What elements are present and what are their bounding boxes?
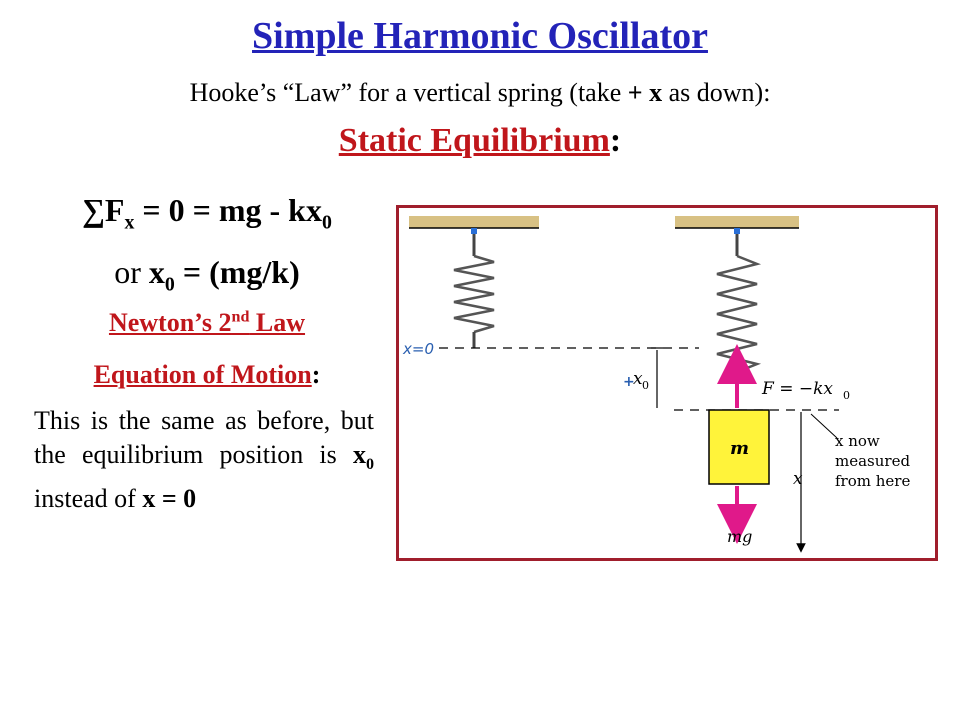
- spring-diagram-svg: x=0 + x 0 m F = −kx 0 mg x x now measure…: [402, 216, 910, 553]
- para-x0: x: [352, 440, 366, 469]
- label-force: F = −kx: [761, 379, 833, 399]
- left-spring: [453, 228, 495, 348]
- mass-block: [708, 409, 770, 485]
- eq1-sub-x: x: [124, 211, 135, 234]
- newton-sup: nd: [231, 308, 250, 326]
- label-x-equals-0: x=0: [402, 340, 434, 358]
- eq2-rest: = (mg/k): [174, 254, 300, 290]
- newton-post: Law: [249, 308, 306, 337]
- note-line-3: from here: [835, 472, 910, 490]
- label-mass: m: [730, 438, 749, 459]
- label-force-sub: 0: [843, 389, 850, 402]
- subtitle-text-a: Hooke’s “Law” for a vertical spring (tak…: [189, 78, 628, 107]
- eq2-or: or: [114, 254, 149, 290]
- note-line-2: measured: [835, 452, 910, 470]
- subtitle-text-c: as down):: [662, 78, 771, 107]
- eq1-sub-0: 0: [321, 211, 332, 234]
- x0-equation: or x0 = (mg/k): [32, 254, 382, 296]
- para-x-eq-0: x = 0: [142, 484, 197, 514]
- eom-colon: :: [311, 360, 321, 389]
- para-text: This is the same as before, but the equi…: [34, 406, 374, 469]
- note-line-1: x now: [835, 432, 880, 450]
- label-mg: mg: [727, 527, 752, 546]
- label-x0-sub: 0: [642, 379, 649, 392]
- newton-pre: Newton’s 2: [108, 308, 232, 337]
- ceiling-right: [675, 216, 799, 228]
- eq1-mid: = 0 = mg - kx: [134, 192, 322, 228]
- explanation-paragraph: This is the same as before, but the equi…: [34, 404, 374, 516]
- slide-subtitle: Hooke’s “Law” for a vertical spring (tak…: [0, 78, 960, 108]
- subtitle-plus-x: + x: [627, 78, 663, 107]
- eq2-x: x: [148, 254, 165, 290]
- section-heading-colon: :: [609, 122, 622, 159]
- para-x0-sub: 0: [365, 456, 374, 474]
- equilibrium-equation: ∑Fx = 0 = mg - kx0: [32, 192, 382, 234]
- slide-title: Simple Harmonic Oscillator: [252, 15, 708, 57]
- note-pointer: [810, 413, 838, 439]
- eq2-sub-0: 0: [164, 273, 175, 296]
- eom-label: Equation of Motion: [93, 360, 312, 389]
- newton-heading: Newton’s 2nd Law: [32, 308, 382, 338]
- label-plus: +: [623, 374, 635, 390]
- eq1-sum: ∑F: [82, 192, 125, 228]
- equation-of-motion-heading: Equation of Motion:: [32, 360, 382, 390]
- section-heading: Static Equilibrium:: [0, 122, 960, 160]
- label-x0: x: [633, 369, 643, 389]
- para-mid: instead of: [34, 484, 143, 514]
- ceiling-left: [409, 216, 539, 228]
- label-x: x: [793, 469, 803, 489]
- spring-diagram: x=0 + x 0 m F = −kx 0 mg x x now measure…: [396, 205, 938, 561]
- section-heading-label: Static Equilibrium: [338, 122, 610, 159]
